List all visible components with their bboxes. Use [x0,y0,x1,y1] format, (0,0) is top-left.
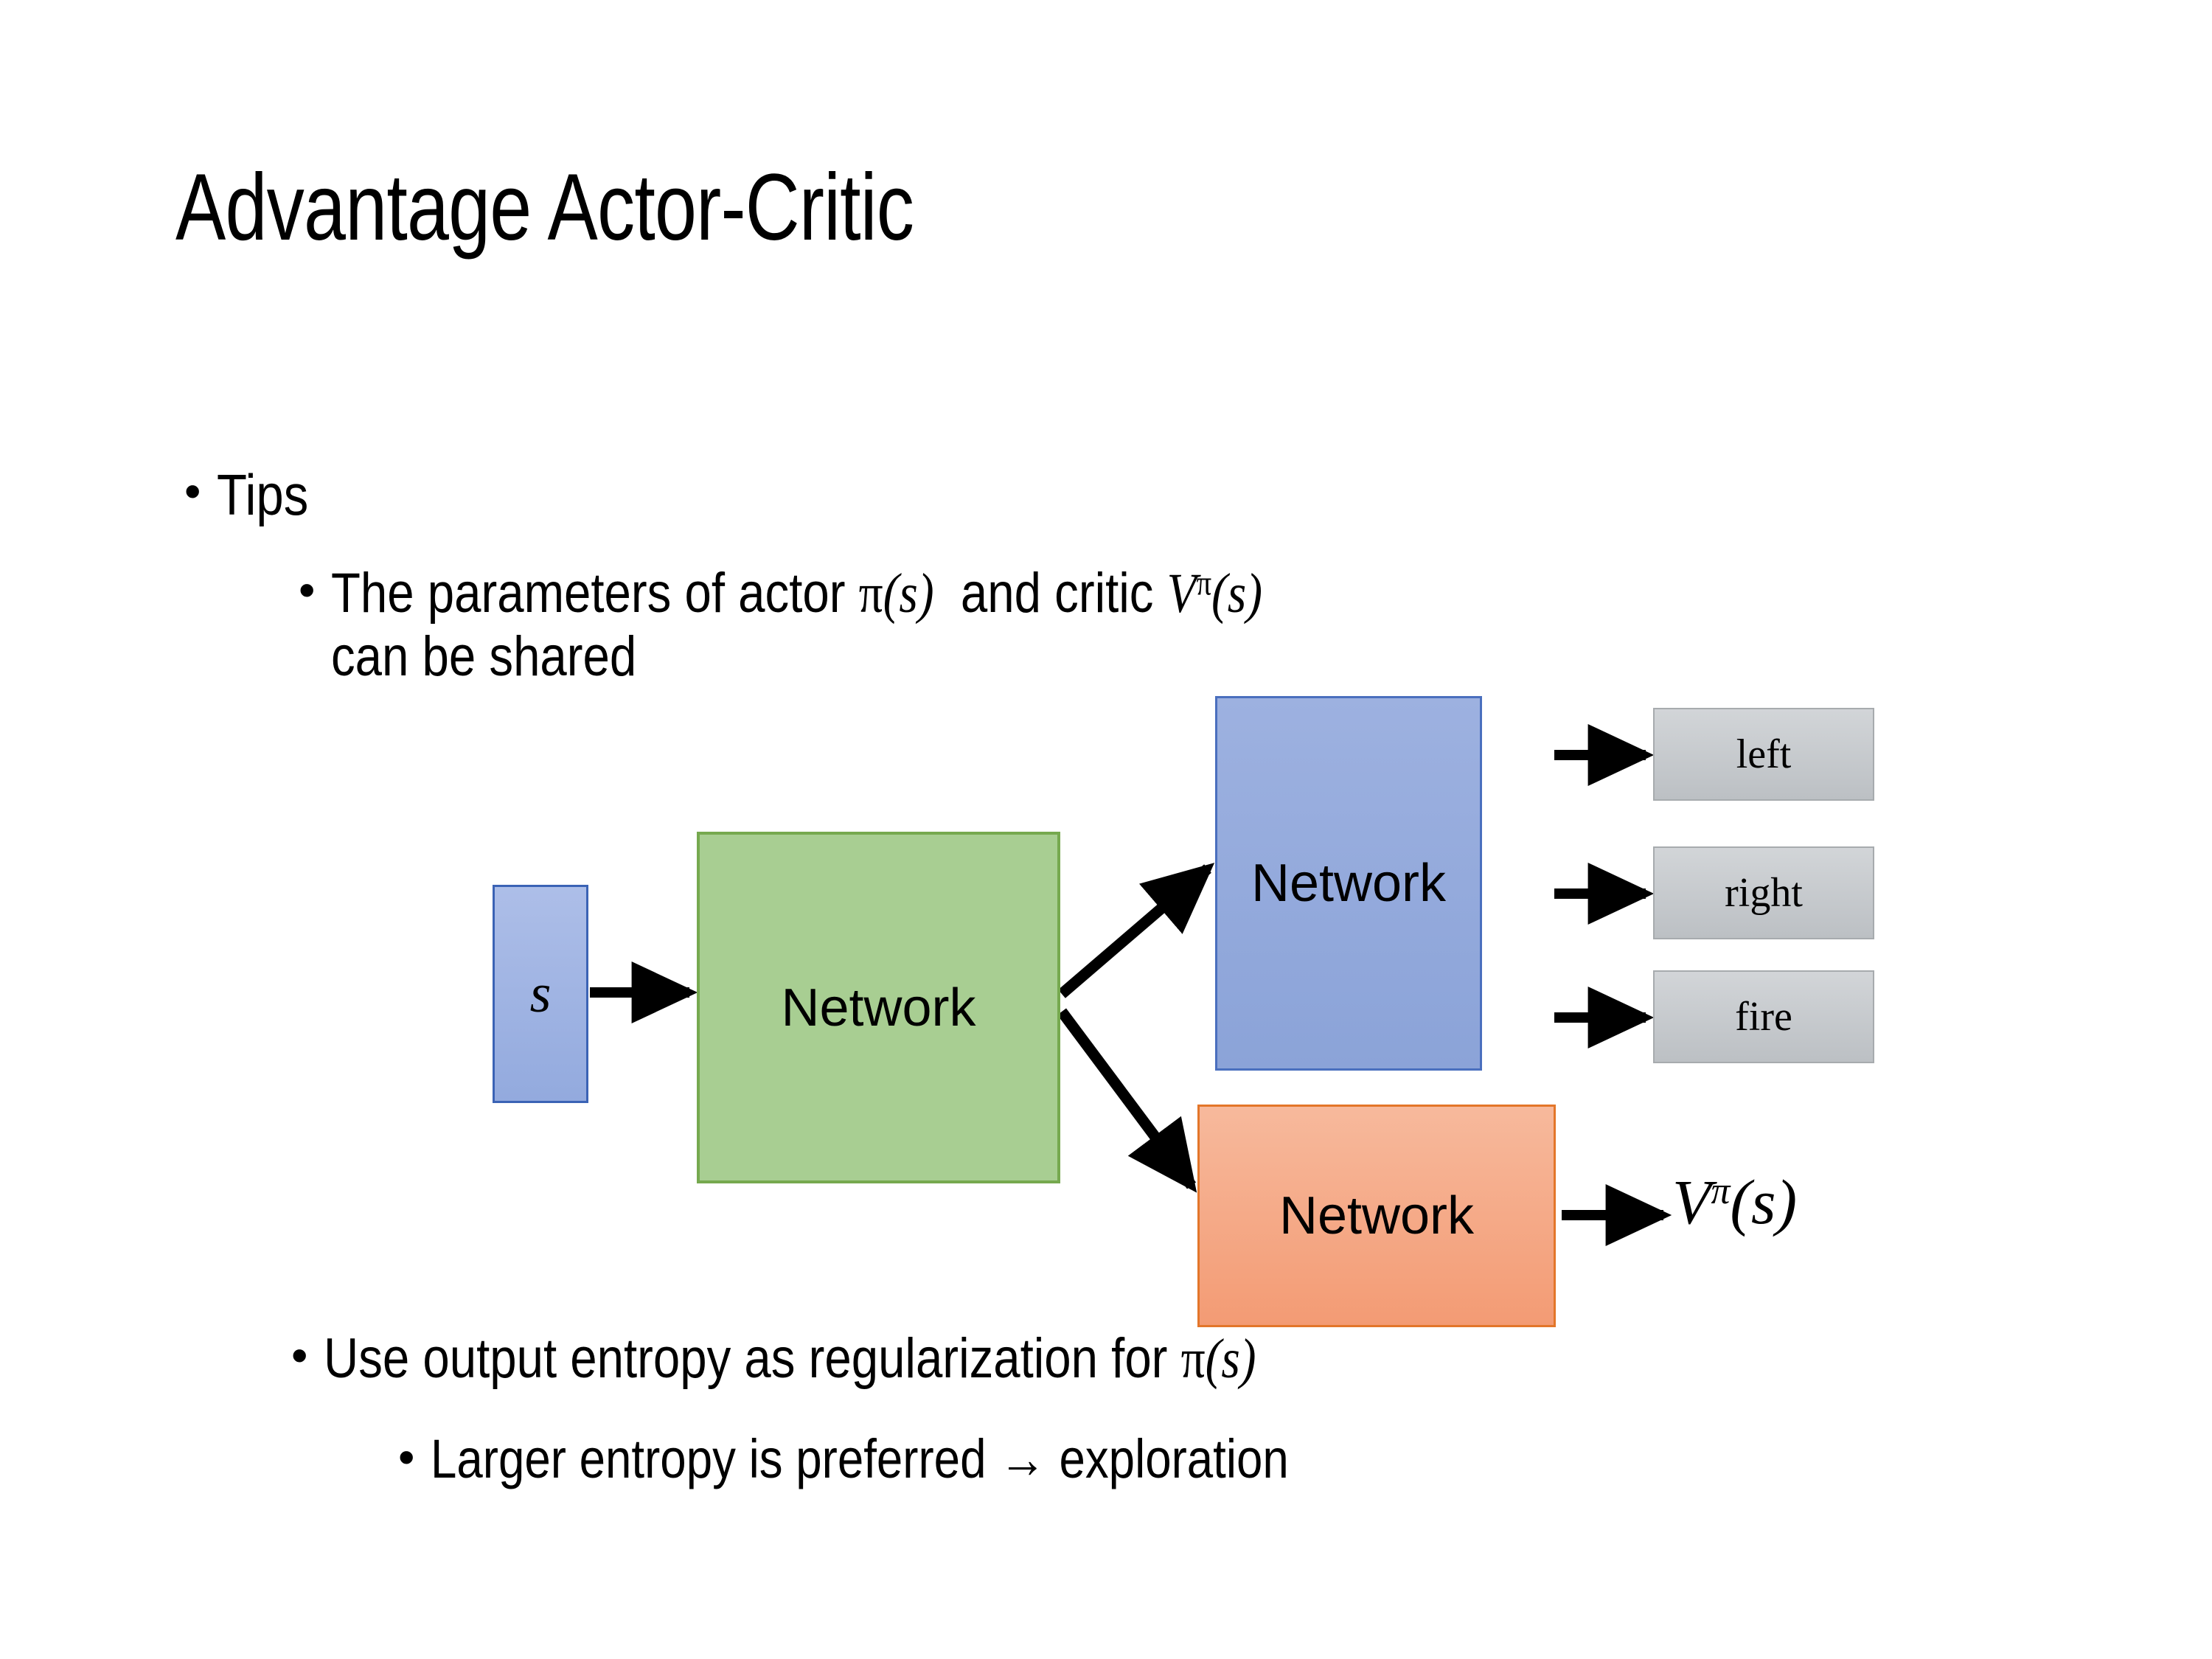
bullet-parameters-shared: • The parameters of actor π(s) and criti… [299,562,2105,688]
bullet-entropy-prefix: Use output entropy as regularization for [324,1327,1182,1390]
state-input-label: s [529,963,552,1024]
arrow-shared-to-critic [1057,1008,1197,1193]
bullet-entropy-regularization: • Use output entropy as regularization f… [291,1327,1408,1391]
state-input-box[interactable]: s [493,885,588,1103]
policy-symbol: π(s) [1181,1328,1256,1390]
actor-network-label: Network [1251,854,1447,913]
critic-network-box[interactable]: Network [1197,1105,1556,1327]
bullet-parameters-text: The parameters of actor π(s) and critic … [331,562,1262,688]
bullet-marker-icon: • [398,1430,415,1484]
action-label-left: left [1736,731,1792,777]
arrow-shared-to-actor [1058,863,1215,998]
critic-value-symbol: Vπ(s) [1167,563,1263,625]
action-output-right[interactable]: right [1653,846,1874,939]
shared-network-box[interactable]: Network [697,832,1060,1183]
bullet-marker-icon: • [299,563,316,616]
action-output-left[interactable]: left [1653,708,1874,801]
bullet-parameters-line2: can be shared [331,625,637,689]
value-exponent: π [1711,1170,1731,1213]
actor-network-box[interactable]: Network [1215,696,1482,1071]
critic-network-label: Network [1279,1186,1475,1245]
value-function-output-label: Vπ(s) [1672,1165,1797,1239]
bullet-larger-label: Larger entropy is preferred → exploratio… [431,1428,1290,1489]
page-title: Advantage Actor-Critic [175,155,914,260]
bullet-tips: • Tips [184,462,324,527]
shared-network-label: Network [781,978,976,1037]
value-base: V [1672,1166,1711,1237]
bullet-parameters-prefix: The parameters of actor [331,562,860,625]
bullet-tips-label: Tips [217,462,309,527]
action-output-fire[interactable]: fire [1653,970,1874,1063]
bullet-entropy-text: Use output entropy as regularization for… [324,1327,1256,1391]
bullet-marker-icon: • [184,465,201,518]
bullet-marker-icon: • [291,1329,308,1382]
bullet-larger-entropy: • Larger entropy is preferred → explorat… [398,1428,1429,1490]
bullet-parameters-middle: and critic [934,562,1168,625]
action-label-fire: fire [1735,994,1792,1040]
action-label-right: right [1725,870,1803,916]
actor-policy-symbol: π(s) [859,563,935,625]
value-argument: (s) [1730,1166,1798,1237]
